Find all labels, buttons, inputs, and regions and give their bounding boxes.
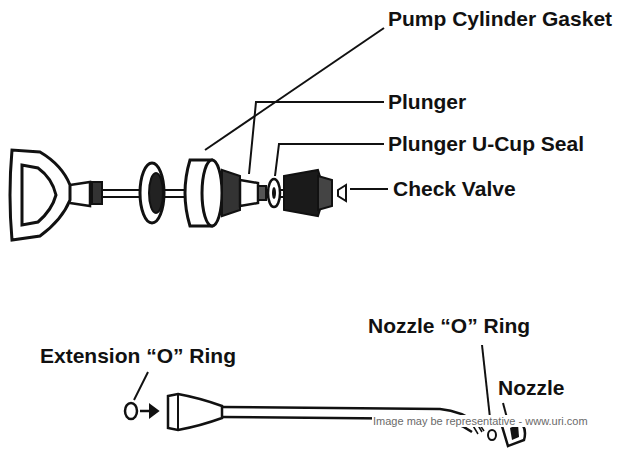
part-label: Check Valve — [393, 176, 516, 201]
part-label: Pump Cylinder Gasket — [388, 6, 628, 31]
watermark: Image may be representative - www.uri.co… — [372, 415, 589, 427]
leader-lines — [134, 28, 507, 427]
pump-assembly — [10, 150, 346, 240]
part-label: Plunger — [388, 89, 466, 114]
part-label: Plunger U-Cup Seal — [388, 131, 584, 156]
part-label: Nozzle — [498, 375, 565, 400]
part-label: Nozzle “O” Ring — [368, 313, 530, 338]
part-label: Extension “O” Ring — [40, 343, 236, 368]
